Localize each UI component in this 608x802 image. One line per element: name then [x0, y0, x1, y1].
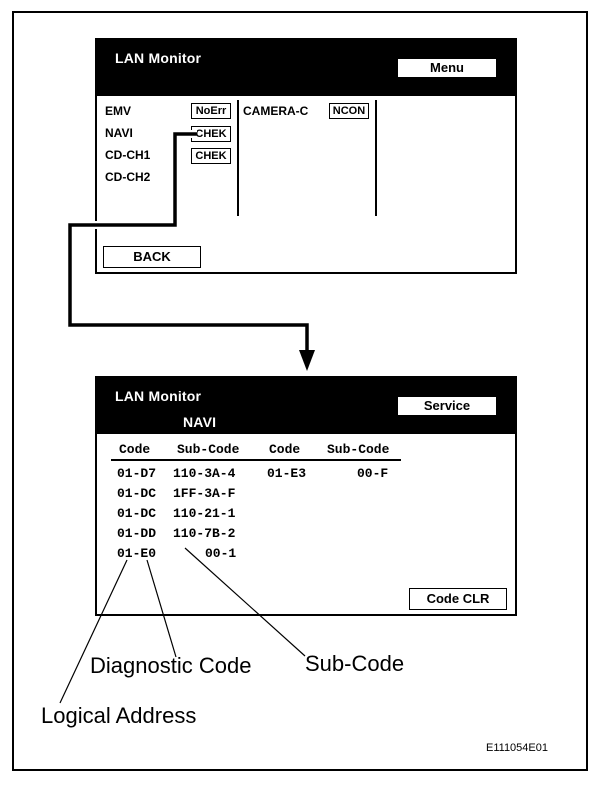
column-divider-2	[375, 100, 377, 216]
subcode-cell: 110-3A-4	[173, 466, 236, 481]
back-button[interactable]: BACK	[103, 246, 201, 268]
code-cell: 01-DC	[117, 486, 157, 501]
service-screen: LAN Monitor NAVI Service Code Sub-Code C…	[95, 376, 517, 616]
callout-sub-code: Sub-Code	[305, 651, 405, 676]
code-cell: 01-DC	[117, 506, 157, 521]
menu-screen-title: LAN Monitor	[115, 50, 202, 66]
device-name-navi: NAVI	[105, 126, 133, 140]
menu-button[interactable]: Menu	[397, 58, 497, 78]
subcode-cell: 110-21-1	[173, 506, 236, 521]
table-header-subcode-2: Sub-Code	[327, 442, 390, 457]
status-badge-emv[interactable]: NoErr	[191, 103, 231, 119]
subcode-cell: 110-7B-2	[173, 526, 236, 541]
code-cell: 01-E0	[117, 546, 157, 561]
figure-id: E111054E01	[486, 742, 548, 754]
service-button[interactable]: Service	[397, 396, 497, 416]
code-cell: 01-E3	[267, 466, 307, 481]
subcode-cell: 00-1	[205, 546, 237, 561]
status-badge-camera-c[interactable]: NCON	[329, 103, 369, 119]
code-clr-button[interactable]: Code CLR	[409, 588, 507, 610]
device-name-camera-c: CAMERA-C	[243, 104, 309, 118]
service-screen-subtitle: NAVI	[183, 414, 217, 430]
subcode-cell: 1FF-3A-F	[173, 486, 236, 501]
subcode-cell: 00-F	[357, 466, 389, 481]
code-cell: 01-DD	[117, 526, 157, 541]
callout-logical-address: Logical Address	[41, 703, 197, 728]
device-name-emv: EMV	[105, 104, 132, 118]
figure-frame	[12, 11, 588, 771]
table-header-code-2: Code	[269, 442, 301, 457]
callout-diagnostic-code: Diagnostic Code	[90, 653, 252, 678]
status-badge-navi[interactable]: CHEK	[191, 126, 231, 142]
table-header-subcode-1: Sub-Code	[177, 442, 240, 457]
service-screen-title: LAN Monitor	[115, 388, 202, 404]
status-badge-cd-ch1[interactable]: CHEK	[191, 148, 231, 164]
menu-screen: LAN Monitor Menu EMV NAVI CD-CH1 CD-CH2 …	[95, 38, 517, 274]
table-header-underline	[111, 459, 401, 461]
device-name-cd-ch1: CD-CH1	[105, 148, 151, 162]
menu-screen-header: LAN Monitor Menu	[97, 40, 515, 96]
code-cell: 01-D7	[117, 466, 157, 481]
table-header-code-1: Code	[119, 442, 151, 457]
service-screen-header: LAN Monitor NAVI Service	[97, 378, 515, 434]
device-name-cd-ch2: CD-CH2	[105, 170, 151, 184]
column-divider-1	[237, 100, 239, 216]
